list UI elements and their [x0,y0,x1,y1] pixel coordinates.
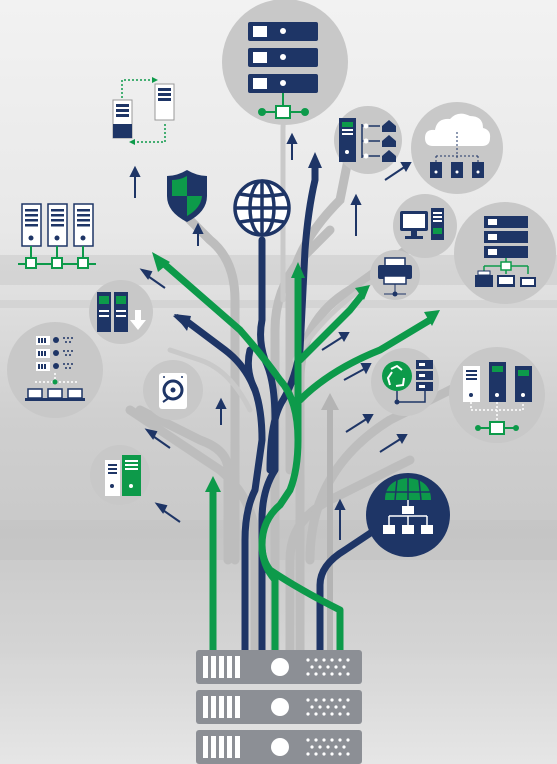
server-pair-icon [90,445,150,505]
server-download-icon [89,280,153,344]
cloud-network-icon [411,102,503,194]
server-rack-network-icon [222,0,348,125]
green-arrow-head-1 [205,476,221,492]
server-printer-network-icon [454,202,556,304]
hard-drive-icon [143,360,203,420]
workstation-icon [393,194,457,258]
small-arrows [129,132,412,540]
navy-arrow-head-1 [308,152,322,168]
green-branches [158,258,434,654]
globe-icon [233,179,291,237]
server-sync-icon [112,77,175,145]
green-arrow-head-2 [291,262,305,278]
green-arrow-head-4 [355,285,370,300]
recycle-server-icon [371,348,439,416]
security-shield-icon [167,170,207,222]
main-server-rack-icon [196,650,362,764]
gray-arrow [321,393,339,650]
green-arrow-head-5 [424,310,440,326]
server-laptops-icon [7,322,103,418]
global-network-icon [366,473,450,557]
server-cluster-icon [18,203,96,269]
green-arrow-head-3 [152,252,170,272]
server-home-network-icon [334,106,402,174]
server-hub-icon [449,347,545,443]
printer-network-icon [370,250,420,300]
